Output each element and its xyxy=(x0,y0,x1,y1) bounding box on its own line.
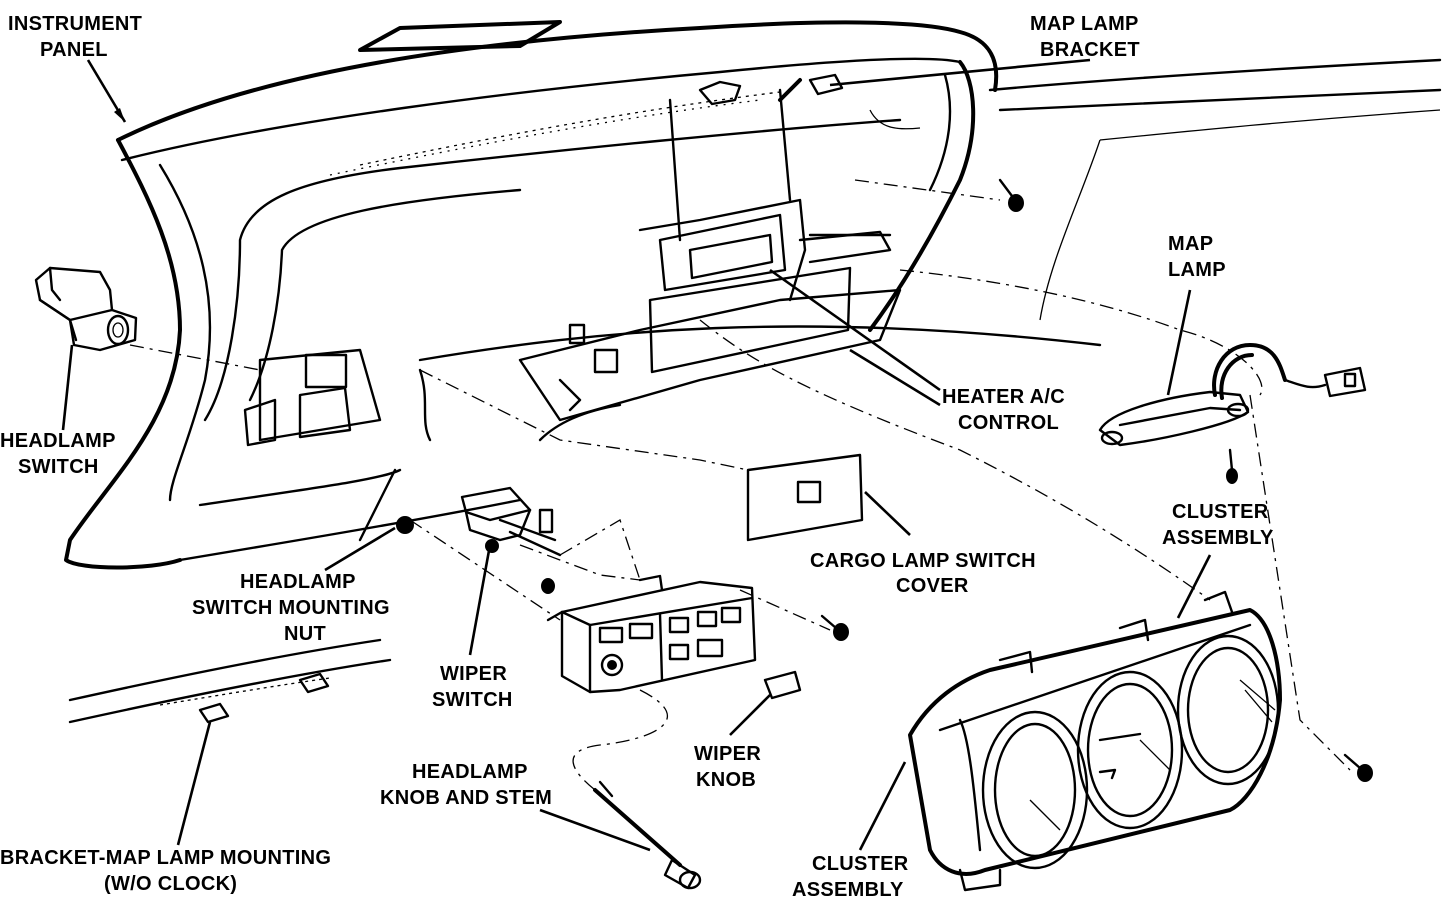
headlamp-knob-and-stem-part xyxy=(593,780,702,890)
cargo-lamp-switch-cover-part xyxy=(746,453,864,542)
switch-control-panel-part xyxy=(546,574,757,694)
label-map-lamp-bracket: MAP LAMP BRACKET xyxy=(1030,13,1144,61)
map-lamp-part xyxy=(1098,343,1367,484)
instrument-panel-bezel xyxy=(64,20,1442,570)
label-wiper-knob: WIPER KNOB xyxy=(694,743,767,791)
label-heater-ac-control: HEATER A/C CONTROL xyxy=(942,386,1071,434)
fasteners xyxy=(396,178,1373,782)
assembly-centerlines xyxy=(129,179,1351,791)
label-headlamp-switch: HEADLAMP SWITCH xyxy=(0,430,121,478)
label-cluster-assembly-top: CLUSTER ASSEMBLY xyxy=(1162,501,1274,549)
label-cargo-lamp-switch-cover: CARGO LAMP SWITCH COVER xyxy=(810,550,1042,597)
label-bracket-map-lamp-mounting: BRACKET-MAP LAMP MOUNTING (W/O CLOCK) xyxy=(0,847,337,895)
label-cluster-assembly-bottom: CLUSTER ASSEMBLY xyxy=(792,853,914,901)
label-map-lamp: MAP LAMP xyxy=(1168,233,1226,281)
label-wiper-switch: WIPER SWITCH xyxy=(432,663,513,711)
label-instrument-panel: INSTRUMENT PANEL xyxy=(8,13,148,61)
cluster-assembly-part xyxy=(908,590,1282,892)
label-headlamp-knob-and-stem: HEADLAMP KNOB AND STEM xyxy=(380,761,552,809)
headlamp-switch-part xyxy=(34,266,138,352)
wiper-switch-part xyxy=(460,486,562,557)
labels: INSTRUMENT PANEL MAP LAMP BRACKET MAP LA… xyxy=(0,13,1274,901)
leader-lines xyxy=(61,58,1212,852)
bracket-map-lamp-mounting-part xyxy=(68,638,392,724)
label-headlamp-switch-mounting-nut: HEADLAMP SWITCH MOUNTING NUT xyxy=(192,571,396,645)
